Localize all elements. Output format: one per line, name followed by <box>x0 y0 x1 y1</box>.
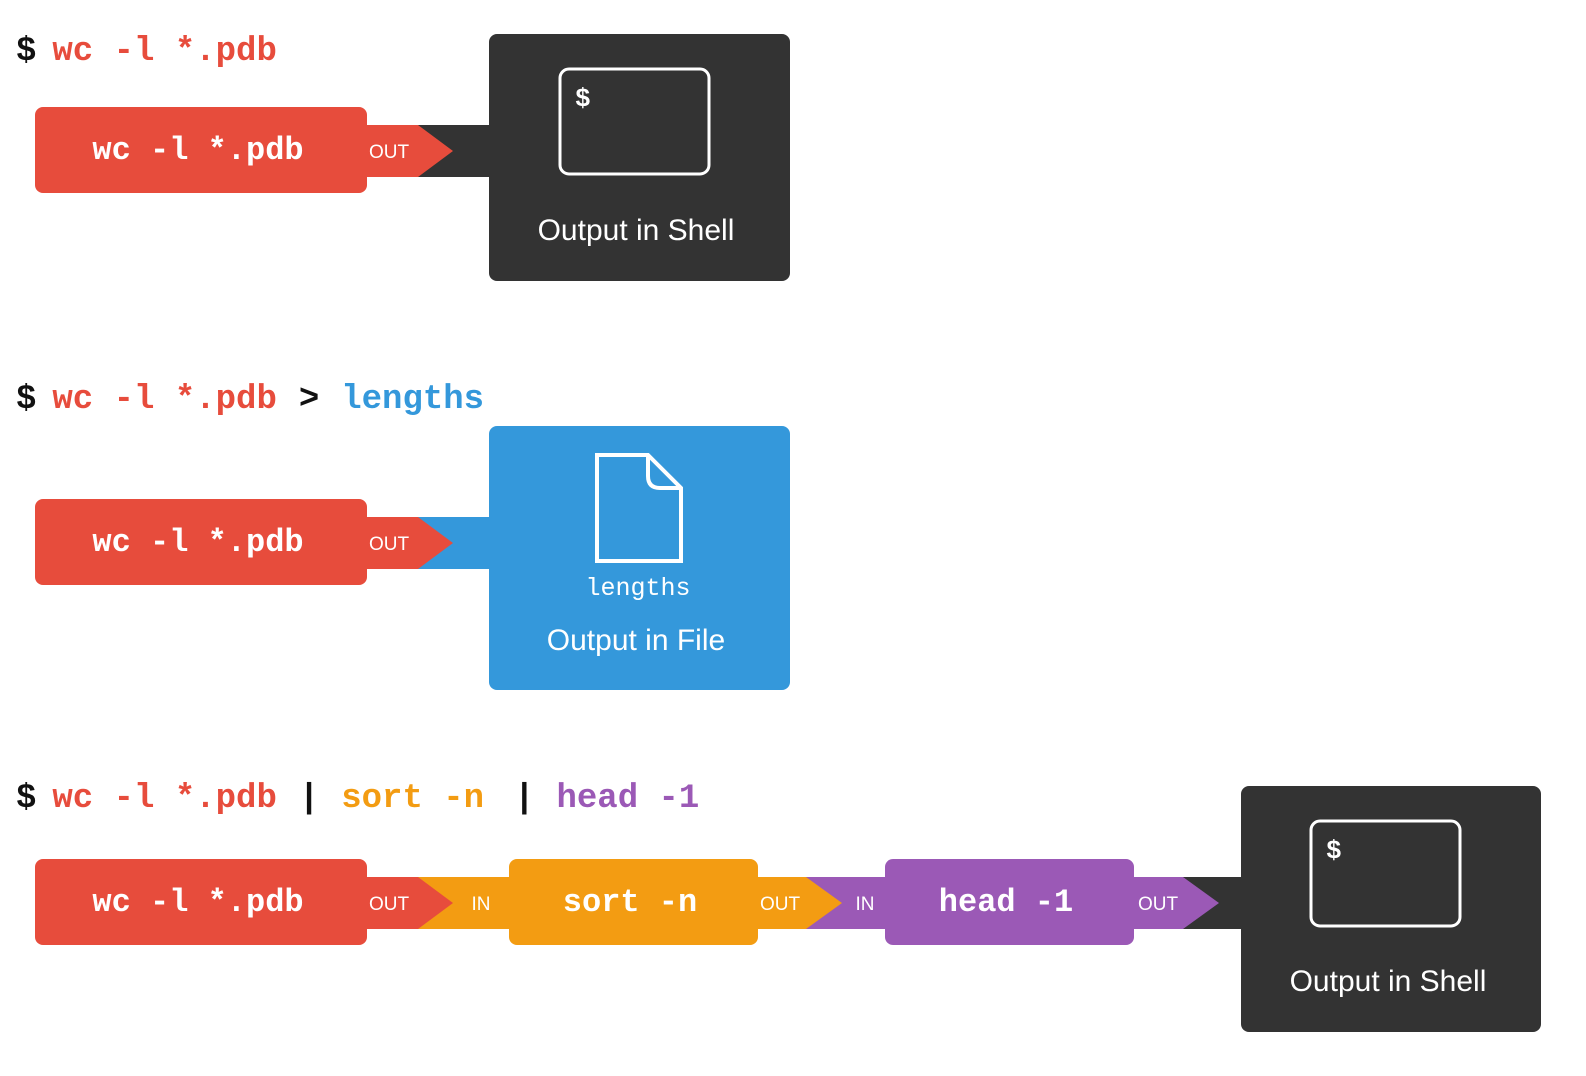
command-prompt: $ <box>16 780 36 818</box>
file-output-box <box>489 426 790 690</box>
command-part: head -1 <box>556 780 699 818</box>
output-caption: Output in File <box>547 624 725 657</box>
terminal-prompt: $ <box>575 84 591 114</box>
out-arrow <box>360 877 453 929</box>
process-block-sort <box>509 859 758 945</box>
output-caption: Output in Shell <box>1290 965 1487 998</box>
shell-output-box <box>1241 786 1541 1032</box>
command-part: | <box>514 780 534 818</box>
process-block <box>35 107 367 193</box>
out-label: OUT <box>1138 894 1179 915</box>
out-label: OUT <box>369 142 410 163</box>
process-block <box>35 499 367 585</box>
command-line: $ wc -l *.pdb > lengths <box>16 381 484 419</box>
command-line: $ wc -l *.pdb <box>16 33 277 71</box>
command-part: | <box>299 780 319 818</box>
out-label: OUT <box>369 534 410 555</box>
output-caption: Output in Shell <box>538 214 735 247</box>
shell-output-box <box>489 34 790 281</box>
out-label: OUT <box>760 894 801 915</box>
file-icon <box>595 453 683 563</box>
command-part: lengths <box>341 381 484 419</box>
process-label: wc -l *.pdb <box>92 524 303 561</box>
command-prompt: $ <box>16 381 36 419</box>
command-prompt: $ <box>16 33 36 71</box>
process-block-head <box>885 859 1134 945</box>
out-arrow <box>360 517 453 569</box>
process-block-wc <box>35 859 367 945</box>
process-label: wc -l *.pdb <box>92 884 303 921</box>
out-label: OUT <box>369 894 410 915</box>
command-part: wc -l *.pdb <box>52 33 276 71</box>
command-part: wc -l *.pdb <box>52 381 276 419</box>
out-arrow <box>360 125 453 177</box>
out-arrow <box>1126 877 1219 929</box>
command-part: sort -n <box>341 780 484 818</box>
out-arrow <box>750 877 842 929</box>
command-part: wc -l *.pdb <box>52 780 276 818</box>
row-file-output: $ wc -l *.pdb > lengths wc -l *.pdb OUT len… <box>16 381 790 690</box>
process-label: wc -l *.pdb <box>92 132 303 169</box>
in-label: IN <box>856 894 875 915</box>
process-label: head -1 <box>939 884 1073 921</box>
terminal-icon: $ <box>1309 819 1462 928</box>
in-label: IN <box>472 894 491 915</box>
row-pipeline: $ wc -l *.pdb | sort -n | head -1 wc -l *.pdb… <box>16 780 1541 1032</box>
terminal-prompt: $ <box>1326 836 1342 866</box>
command-part: > <box>299 381 319 419</box>
command-line: $ wc -l *.pdb | sort -n | head -1 <box>16 780 699 818</box>
terminal-icon: $ <box>558 67 711 176</box>
process-label: sort -n <box>563 884 697 921</box>
row-shell-output: $ wc -l *.pdb wc -l *.pdb OUT $ Output in… <box>16 33 790 281</box>
output-filename: lengths <box>585 574 690 603</box>
